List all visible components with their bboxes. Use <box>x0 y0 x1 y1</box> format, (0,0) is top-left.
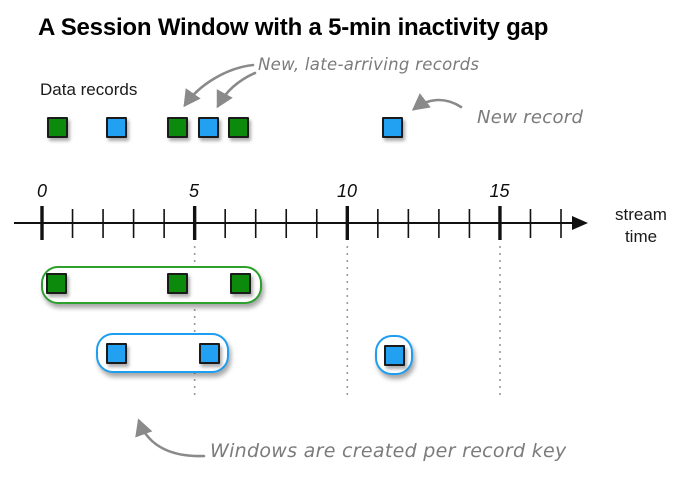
late-records-annotation: New, late-arriving records <box>258 55 480 74</box>
late-record-arrow-left <box>183 63 255 108</box>
green-record-square <box>167 273 188 294</box>
stream-time-axis <box>14 206 588 240</box>
axis-title-line1: stream <box>615 205 667 224</box>
blue-record-square <box>106 117 127 138</box>
new-record-arrow <box>411 93 463 111</box>
data-records-label: Data records <box>40 80 138 99</box>
page-title: A Session Window with a 5-min inactivity… <box>38 14 549 41</box>
green-record-square <box>230 273 251 294</box>
tick-label-5: 5 <box>188 181 200 201</box>
green-record-square <box>228 117 249 138</box>
blue-key-single-session-window <box>375 335 413 375</box>
green-record-square <box>46 273 67 294</box>
axis-ticks-group <box>40 206 562 240</box>
axis-title: stream time <box>604 204 678 248</box>
blue-record-square <box>382 117 403 138</box>
blue-record-square <box>384 345 405 366</box>
late-record-arrow-right <box>216 71 257 109</box>
green-key-session-window <box>41 266 262 304</box>
tick-label-0: 0 <box>36 181 48 201</box>
tick-label-15: 15 <box>489 181 510 201</box>
windows-note-arrow <box>135 418 206 458</box>
axis-title-line2: time <box>624 227 658 246</box>
tick-label-10: 10 <box>336 181 358 201</box>
blue-record-square <box>106 343 127 364</box>
blue-record-square <box>199 343 220 364</box>
blue-record-square <box>198 117 219 138</box>
windows-per-key-annotation: Windows are created per record key <box>210 440 567 462</box>
green-record-square <box>47 117 68 138</box>
new-record-annotation: New record <box>477 107 584 128</box>
green-record-square <box>167 117 188 138</box>
